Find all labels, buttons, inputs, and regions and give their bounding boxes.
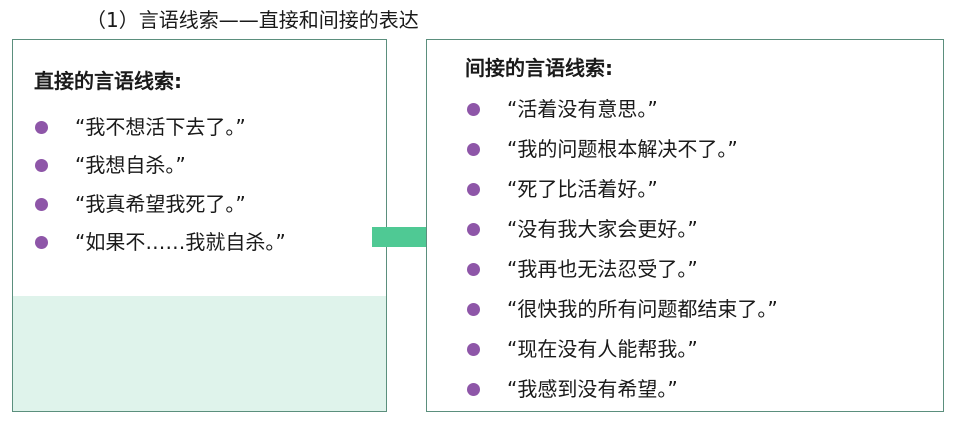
list-item-text: “没有我大家会更好。” — [507, 217, 698, 241]
bullet-dot-icon — [467, 303, 480, 316]
bullet-dot-icon — [467, 223, 480, 236]
list-item: “现在没有人能帮我。” — [467, 335, 778, 363]
list-item-text: “我不想活下去了。” — [75, 115, 246, 139]
list-item-text: “现在没有人能帮我。” — [507, 337, 698, 361]
direct-cues-box: 直接的言语线索: “我不想活下去了。” “我想自杀。” “我真希望我死了。” “… — [12, 39, 387, 412]
list-item: “很快我的所有问题都结束了。” — [467, 295, 778, 323]
list-item-text: “死了比活着好。” — [507, 177, 658, 201]
indirect-cues-box: 间接的言语线索: “活着没有意思。” “我的问题根本解决不了。” “死了比活着好… — [426, 39, 944, 412]
list-item: “如果不……我就自杀。” — [35, 228, 286, 256]
bullet-dot-icon — [467, 343, 480, 356]
list-item: “活着没有意思。” — [467, 95, 778, 123]
bullet-dot-icon — [35, 235, 48, 249]
list-item-text: “很快我的所有问题都结束了。” — [507, 297, 778, 321]
list-item: “我真希望我死了。” — [35, 190, 286, 218]
list-item: “我的问题根本解决不了。” — [467, 135, 778, 163]
bullet-dot-icon — [467, 383, 480, 396]
list-item: “我感到没有希望。” — [467, 375, 778, 403]
tint-band — [13, 296, 386, 411]
bullet-dot-icon — [35, 121, 48, 134]
list-item-text: “我真希望我死了。” — [75, 191, 246, 216]
direct-cues-list: “我不想活下去了。” “我想自杀。” “我真希望我死了。” “如果不……我就自杀… — [35, 113, 286, 266]
list-item-text: “我想自杀。” — [75, 153, 186, 178]
bullet-dot-icon — [467, 183, 480, 196]
list-item: “死了比活着好。” — [467, 175, 778, 203]
bullet-dot-icon — [35, 197, 48, 211]
bullet-dot-icon — [467, 143, 480, 156]
list-item: “我再也无法忍受了。” — [467, 255, 778, 283]
list-item-text: “我感到没有希望。” — [507, 377, 678, 401]
list-item: “我想自杀。” — [35, 151, 286, 179]
list-item: “我不想活下去了。” — [35, 113, 286, 141]
bullet-dot-icon — [467, 103, 480, 116]
direct-cues-title: 直接的言语线索: — [34, 69, 182, 93]
bullet-dot-icon — [467, 263, 480, 276]
indirect-cues-list: “活着没有意思。” “我的问题根本解决不了。” “死了比活着好。” “没有我大家… — [467, 95, 778, 415]
bullet-dot-icon — [35, 159, 48, 173]
list-item-text: “我的问题根本解决不了。” — [507, 137, 738, 161]
list-item-text: “如果不……我就自杀。” — [75, 229, 286, 254]
list-item-text: “活着没有意思。” — [507, 97, 658, 121]
indirect-cues-title: 间接的言语线索: — [465, 56, 613, 80]
list-item: “没有我大家会更好。” — [467, 215, 778, 243]
page-title: （1）言语线索——直接和间接的表达 — [86, 8, 419, 32]
list-item-text: “我再也无法忍受了。” — [507, 257, 698, 281]
